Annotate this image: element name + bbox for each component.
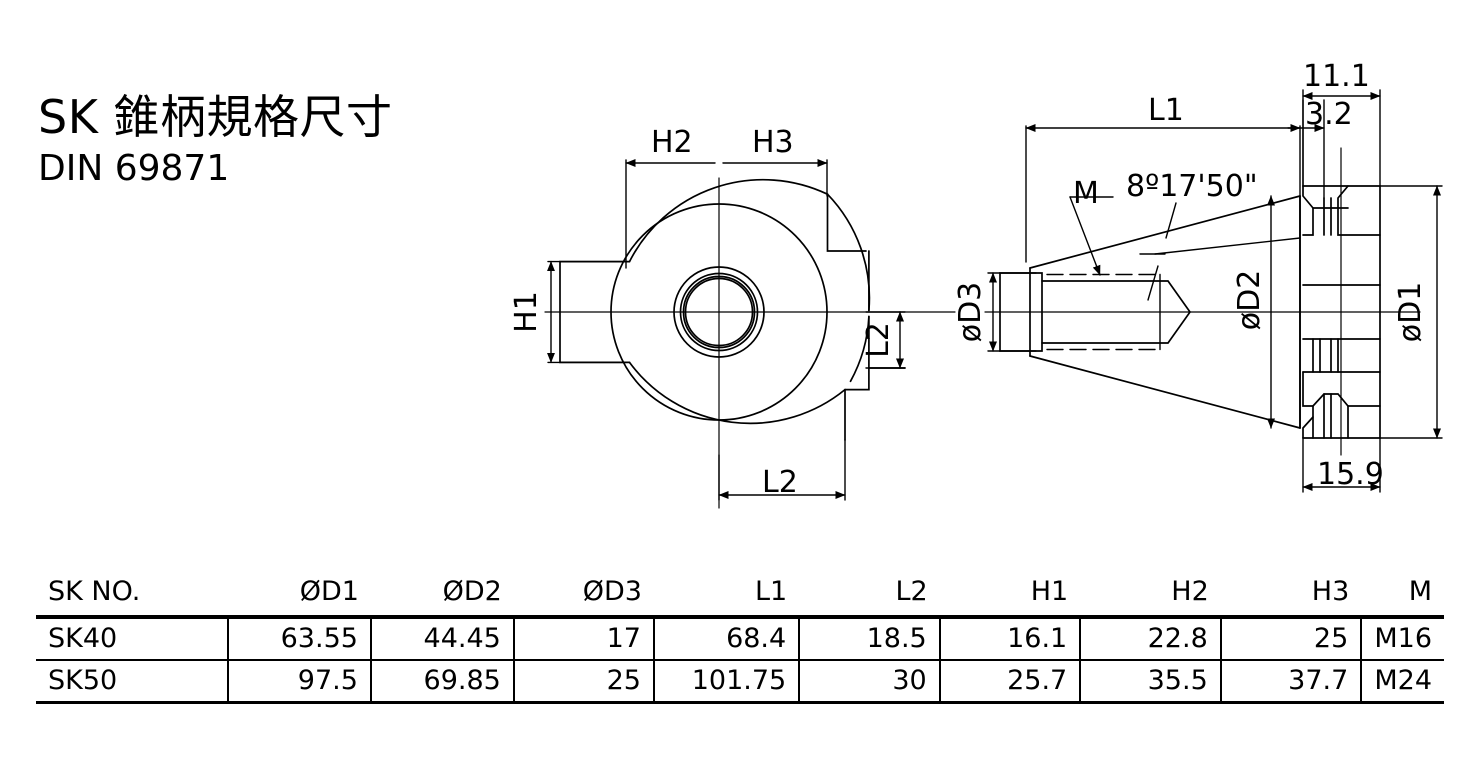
- dim-h2-h3: [625, 159, 828, 269]
- taper-upper-edge: [1029, 195, 1301, 269]
- dim-15-9: [1302, 437, 1381, 493]
- cell-m: M16: [1360, 617, 1444, 661]
- cell-d1: 97.5: [227, 660, 371, 704]
- th-m: M: [1408, 576, 1432, 607]
- spec-table-container: SK NO. ØD1 ØD2 ØD3 L1 L2 H1 H2 H3 M SK40…: [36, 572, 1444, 704]
- th-h3: H3: [1311, 576, 1350, 607]
- cell-l2: 18.5: [798, 617, 940, 661]
- dim-l1: [1025, 124, 1301, 263]
- pullstud-thread-hidden: [1046, 273, 1161, 351]
- label-h1: H1: [509, 291, 544, 333]
- flange-groove-top-right: [1337, 185, 1381, 236]
- label-l1: L1: [1148, 93, 1184, 128]
- cell-d2: 69.85: [369, 660, 514, 704]
- leader-taper-angle: [1139, 202, 1301, 301]
- cell-d3: 17: [512, 617, 654, 661]
- cell-l1: 101.75: [652, 660, 800, 704]
- page-title: SK 錐柄規格尺寸: [38, 90, 393, 144]
- top-right-notch: [826, 193, 867, 252]
- flange-groove-bottom-left: [1302, 416, 1314, 439]
- leader-m: [1069, 196, 1114, 276]
- th-sk-no: SK NO.: [48, 576, 141, 607]
- cell-h2: 35.5: [1079, 660, 1221, 704]
- label-d1: øD1: [1393, 282, 1428, 343]
- cell-d3: 25: [512, 660, 654, 704]
- cell-d1: 63.55: [227, 617, 371, 661]
- bottom-right-step: [844, 367, 870, 391]
- table-header-row: SK NO. ØD1 ØD2 ØD3 L1 L2 H1 H2 H3 M: [36, 572, 1444, 617]
- th-l1: L1: [754, 576, 788, 607]
- cell-sk-no: SK40: [36, 617, 229, 661]
- dim-d1: [1379, 185, 1443, 439]
- front-view: [544, 159, 956, 509]
- label-11-1: 11.1: [1303, 59, 1370, 94]
- cell-h3: 37.7: [1219, 660, 1362, 704]
- outer-arc-top-right: [826, 193, 871, 312]
- table-row: SK50 97.5 69.85 25 101.75 30 25.7 35.5 3…: [36, 660, 1444, 704]
- table-body: SK40 63.55 44.45 17 68.4 18.5 16.1 22.8 …: [36, 617, 1444, 704]
- cell-sk-no: SK50: [36, 660, 229, 704]
- label-d3: øD3: [953, 282, 988, 343]
- label-15-9: 15.9: [1317, 457, 1384, 492]
- th-h1: H1: [1030, 576, 1069, 607]
- th-d1: ØD1: [299, 576, 359, 607]
- taper-lower-edge: [1029, 355, 1301, 429]
- th-h2: H2: [1171, 576, 1209, 607]
- spec-table: SK NO. ØD1 ØD2 ØD3 L1 L2 H1 H2 H3 M SK40…: [36, 572, 1444, 704]
- table-head: SK NO. ØD1 ØD2 ØD3 L1 L2 H1 H2 H3 M: [36, 572, 1444, 617]
- cell-h2: 22.8: [1079, 617, 1221, 661]
- cell-h1: 25.7: [938, 660, 1081, 704]
- label-l2-right: L2: [861, 322, 896, 358]
- dim-d3: [987, 272, 1037, 352]
- side-view: [984, 89, 1443, 493]
- label-3-2: 3.2: [1305, 97, 1353, 132]
- outer-arc-bottom: [628, 361, 846, 425]
- flange-groove-top-left: [1302, 185, 1314, 236]
- dim-l2-bottom: [718, 439, 846, 501]
- label-d2: øD2: [1232, 270, 1267, 331]
- cell-d2: 44.45: [369, 617, 514, 661]
- outer-arc-top-left: [628, 178, 829, 263]
- cell-h1: 16.1: [938, 617, 1081, 661]
- cell-l1: 68.4: [652, 617, 800, 661]
- title-block: SK 錐柄規格尺寸 DIN 69871: [38, 90, 558, 189]
- standard-label: DIN 69871: [38, 147, 230, 189]
- th-l2: L2: [895, 576, 928, 607]
- label-l2-bottom: L2: [762, 465, 798, 500]
- cell-h3: 25: [1219, 617, 1362, 661]
- label-m: M: [1073, 176, 1099, 211]
- dim-l2-right: [865, 311, 906, 369]
- dim-h1: [547, 260, 627, 364]
- th-d3: ØD3: [582, 576, 642, 607]
- side-center-lines: [984, 147, 1421, 456]
- th-d2: ØD2: [442, 576, 502, 607]
- cell-l2: 30: [798, 660, 940, 704]
- table-row: SK40 63.55 44.45 17 68.4 18.5 16.1 22.8 …: [36, 617, 1444, 661]
- label-h2: H2: [651, 125, 693, 160]
- dim-3-2: [1287, 99, 1325, 199]
- label-taper-angle: 8º17'50": [1126, 169, 1258, 204]
- label-h3: H3: [752, 125, 794, 160]
- cell-m: M24: [1360, 660, 1444, 704]
